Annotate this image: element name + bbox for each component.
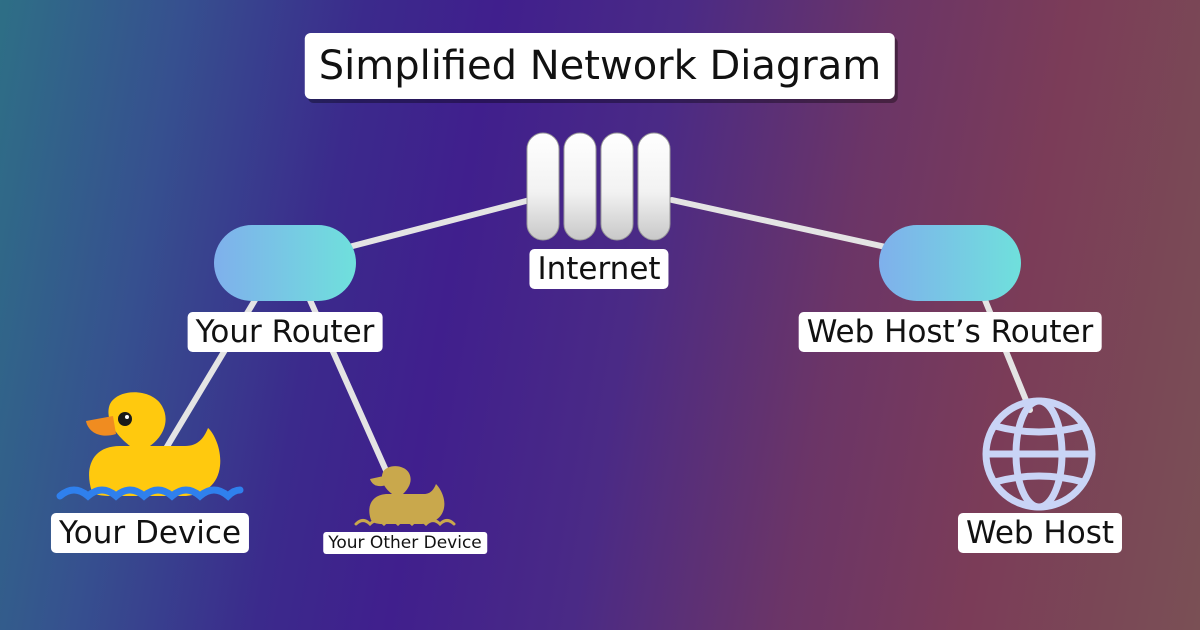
internet-label: Internet (529, 249, 669, 289)
router-pill-icon (214, 225, 356, 301)
rubber-duck-icon (354, 466, 456, 527)
diagram-title: Simplified Network Diagram (304, 33, 896, 99)
connector-internet-your-router (342, 197, 533, 251)
rubber-duck-icon (56, 392, 244, 501)
your-router-label: Your Router (187, 312, 383, 352)
server-rack-icon (526, 132, 671, 241)
globe-icon (982, 397, 1096, 511)
your-device-label: Your Device (50, 513, 250, 553)
connector-internet-web-host-router (669, 197, 893, 251)
web-host-router-label: Web Host’s Router (798, 312, 1102, 352)
web-host-label: Web Host (957, 513, 1123, 553)
router-pill-icon (879, 225, 1021, 301)
your-other-device-label: Your Other Device (323, 532, 487, 554)
